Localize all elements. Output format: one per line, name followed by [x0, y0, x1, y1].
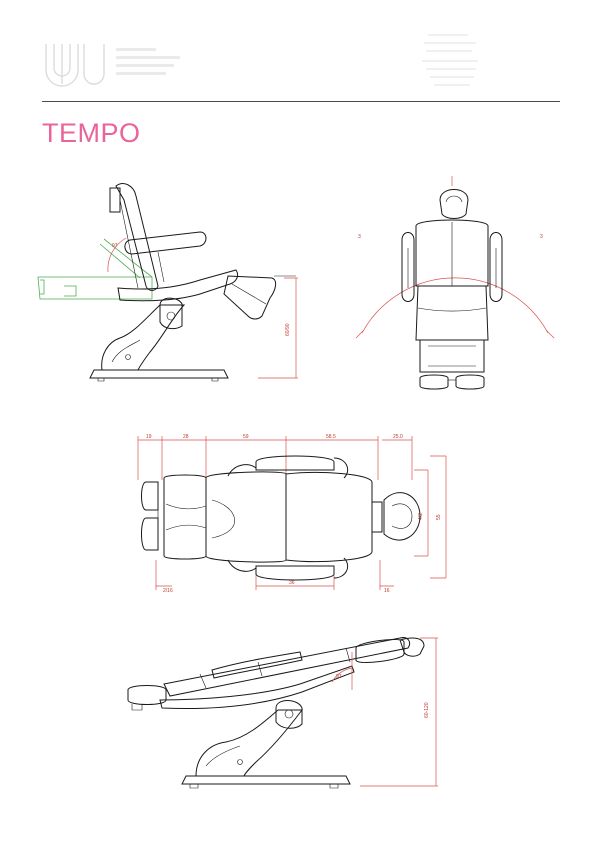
plan-armrest-top	[255, 455, 335, 471]
flat-height-label: 60-120	[424, 702, 430, 718]
plan-foot-top	[141, 481, 159, 511]
plan-foot-bottom	[141, 517, 159, 551]
flat-seat-back	[163, 637, 411, 697]
backrest-angle-label: 97	[112, 243, 118, 249]
dim-seat-length: 59	[243, 434, 249, 440]
top-backrest	[415, 219, 489, 287]
plan-view-flat: 19 28 59 58.5 25.0 4/2 55 2/16 36 16	[137, 434, 447, 594]
armrest	[124, 231, 207, 255]
flat-legrest	[127, 685, 167, 705]
flat-base-plate	[181, 775, 351, 785]
plan-seat	[205, 471, 287, 563]
pedestal-column	[101, 304, 186, 371]
plan-headrest	[383, 492, 421, 541]
top-legrest	[419, 339, 485, 373]
headrest	[109, 187, 121, 213]
flat-motor	[275, 700, 303, 729]
top-armrest-right	[489, 232, 503, 302]
flat-view-reclined: 97 60-120	[127, 637, 438, 789]
arc-right-label: 3	[540, 234, 543, 240]
plan-backrest	[285, 471, 373, 563]
arc-left-label: 3	[358, 234, 361, 240]
flat-headrest	[355, 639, 405, 663]
leg-rest	[223, 275, 277, 320]
dim-back-length: 58.5	[326, 434, 336, 440]
brand-logo	[45, 44, 180, 87]
dim-head-length: 25.0	[393, 434, 403, 440]
flat-frame	[159, 665, 355, 709]
head-angle-label: 97	[336, 674, 342, 680]
seat-cushion	[117, 269, 239, 302]
top-armrest-left	[401, 232, 415, 302]
dim-foot-width: 19	[146, 434, 152, 440]
header-divider	[42, 101, 560, 102]
flat-pedestal	[195, 709, 304, 777]
seat-overlay	[37, 276, 153, 300]
rotation-arc	[361, 277, 549, 334]
backrest	[115, 183, 159, 291]
plan-armrest-bottom	[255, 565, 335, 581]
page-title: TEMPO	[42, 118, 141, 148]
side-view-upright: 97 60/90	[37, 183, 298, 382]
flat-armrest	[211, 651, 303, 679]
dim-leg-length: 28	[183, 434, 189, 440]
top-view-upright: 3 3	[355, 176, 555, 390]
base-plate	[89, 369, 229, 379]
top-footrest-left	[419, 374, 449, 390]
contact-block	[422, 34, 478, 86]
dim-armrest-span: 36	[289, 580, 295, 586]
dim-inner-width: 4/2	[418, 513, 424, 520]
motor-housing	[159, 297, 183, 330]
top-seat	[415, 285, 489, 341]
side-height-label: 60/90	[285, 323, 291, 336]
dim-outer-width: 55	[436, 514, 442, 520]
top-headrest	[439, 189, 469, 219]
dim-foot-gap: 2/16	[163, 588, 173, 594]
plan-legrest	[163, 474, 207, 560]
dim-head-gap: 16	[384, 588, 390, 594]
top-footrest-right	[455, 374, 485, 390]
